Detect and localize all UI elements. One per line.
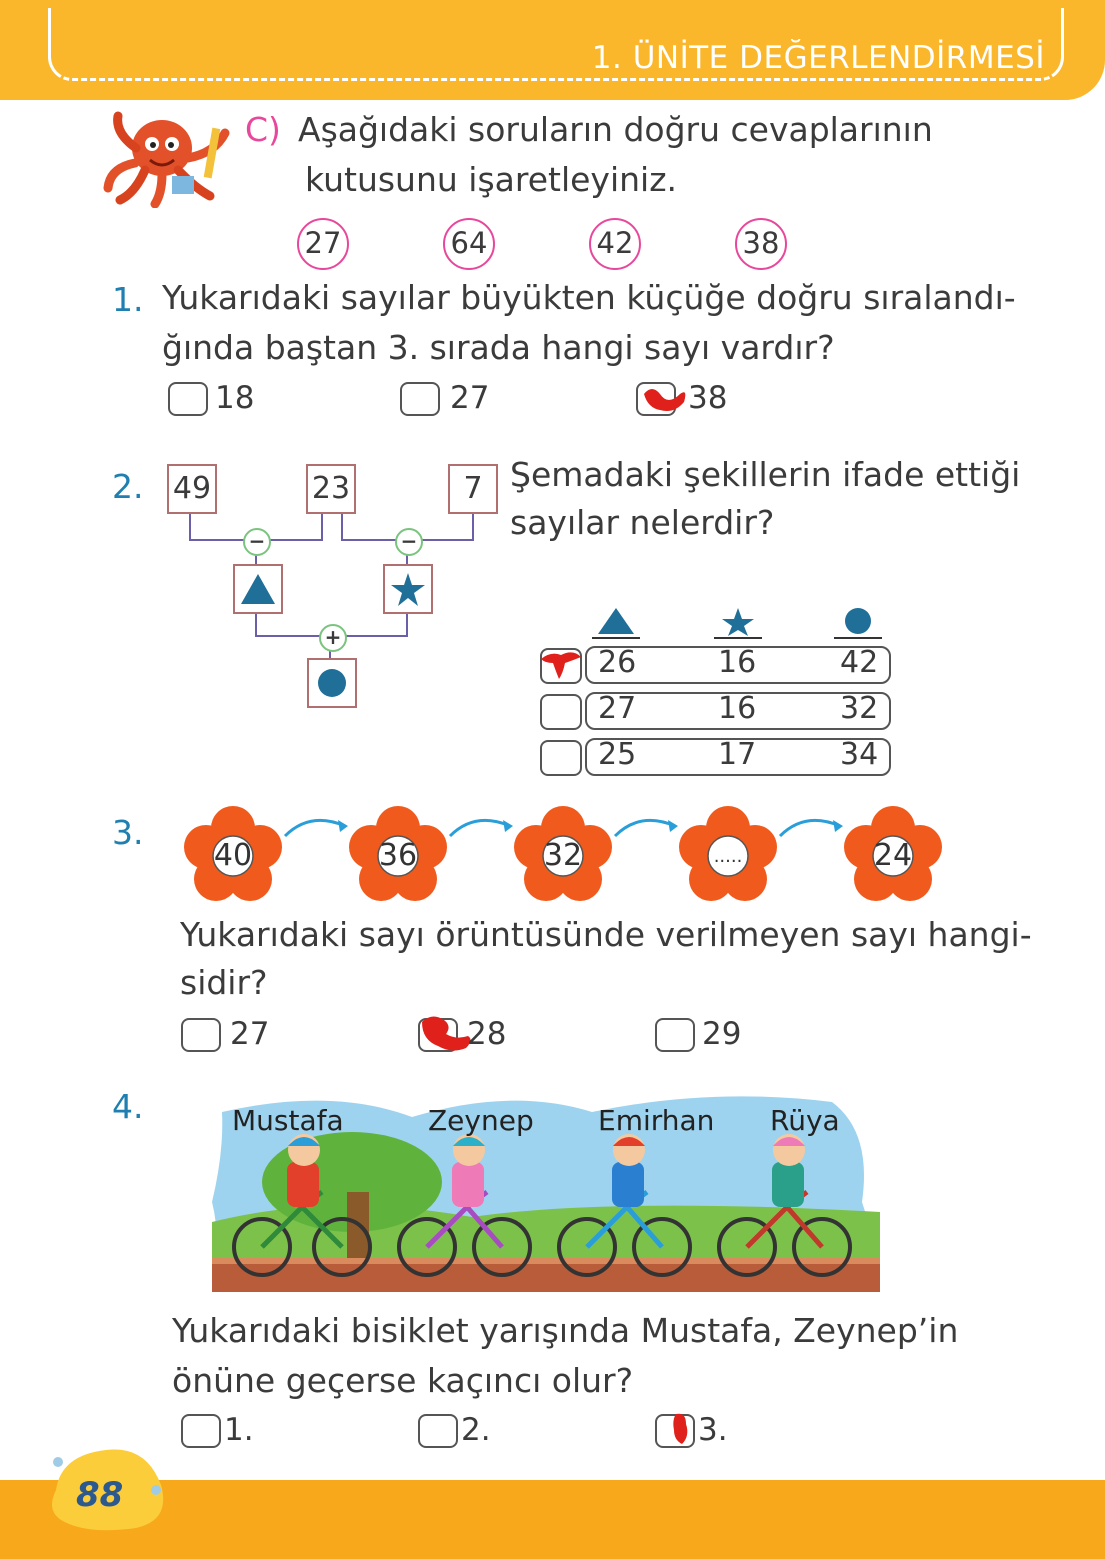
star-icon bbox=[391, 573, 425, 606]
red-check-mark-icon bbox=[541, 652, 581, 679]
question-number: 1. bbox=[112, 280, 144, 319]
number-circle: 38 bbox=[735, 218, 787, 270]
rider-name: Zeynep bbox=[428, 1104, 534, 1137]
answer-option-label: 27 bbox=[450, 380, 490, 416]
answer-checkbox[interactable] bbox=[168, 382, 208, 416]
q1-text-line-2: ğında baştan 3. sırada hangi sayı vardır… bbox=[162, 328, 835, 367]
plus-operator: + bbox=[319, 624, 347, 652]
number-circle: 64 bbox=[443, 218, 495, 270]
circle-value: 42 bbox=[840, 645, 879, 680]
answer-row bbox=[585, 738, 891, 776]
section-letter: C) bbox=[245, 110, 281, 149]
answer-option-label: 29 bbox=[702, 1016, 742, 1052]
red-check-mark-icon bbox=[422, 1016, 471, 1051]
question-number: 3. bbox=[112, 813, 144, 852]
star-box bbox=[383, 564, 433, 614]
star-value: 16 bbox=[718, 645, 757, 680]
triangle-value: 27 bbox=[598, 691, 637, 726]
answer-checkbox[interactable] bbox=[181, 1018, 221, 1052]
star-value: 17 bbox=[718, 737, 757, 772]
triangle-box bbox=[233, 564, 283, 614]
bicycle-race-illustration bbox=[212, 1096, 880, 1292]
circle-value: 34 bbox=[840, 737, 879, 772]
header-band bbox=[0, 0, 1105, 100]
footer-band bbox=[0, 1480, 1105, 1559]
flower-pattern bbox=[183, 806, 943, 902]
number-circle: 27 bbox=[297, 218, 349, 270]
star-value: 16 bbox=[718, 691, 757, 726]
answer-checkbox[interactable] bbox=[540, 740, 582, 776]
q1-text-line-1: Yukarıdaki sayılar büyükten küçüğe doğru… bbox=[162, 278, 1016, 317]
minus-operator: − bbox=[243, 528, 271, 556]
answer-row bbox=[585, 646, 891, 684]
rider-name: Emirhan bbox=[598, 1104, 715, 1137]
instruction-line-2: kutusunu işaretleyiniz. bbox=[305, 160, 678, 199]
star-icon bbox=[714, 608, 762, 639]
value-box: 23 bbox=[306, 464, 356, 514]
q2-text-line-2: sayılar nelerdir? bbox=[510, 503, 775, 542]
red-check-mark-icon bbox=[673, 1413, 688, 1444]
flower-number: 36 bbox=[378, 838, 418, 873]
flower-number-missing: ..... bbox=[713, 846, 743, 867]
answer-checkbox[interactable] bbox=[540, 694, 582, 730]
q3-text-line-2: sidir? bbox=[180, 963, 268, 1002]
answer-option-label: 27 bbox=[230, 1016, 270, 1052]
triangle-value: 26 bbox=[598, 645, 637, 680]
answer-option-label: 28 bbox=[467, 1016, 507, 1052]
flower-number: 32 bbox=[543, 838, 583, 873]
flower-number: 40 bbox=[213, 838, 253, 873]
page-number: 88 bbox=[76, 1475, 124, 1515]
value-box: 49 bbox=[167, 464, 217, 514]
minus-operator: − bbox=[395, 528, 423, 556]
value-box: 7 bbox=[448, 464, 498, 514]
answer-row bbox=[585, 692, 891, 730]
instruction-line-1: Aşağıdaki soruların doğru cevaplarının bbox=[298, 110, 933, 149]
triangle-icon bbox=[241, 574, 275, 604]
q4-text-line-1: Yukarıdaki bisiklet yarışında Mustafa, Z… bbox=[172, 1311, 959, 1350]
answer-option-label: 2. bbox=[461, 1412, 491, 1448]
q4-text-line-2: önüne geçerse kaçıncı olur? bbox=[172, 1361, 634, 1400]
q2-text-line-1: Şemadaki şekillerin ifade ettiği bbox=[510, 455, 1021, 494]
octopus-mascot-icon bbox=[103, 111, 230, 208]
answer-option-label: 1. bbox=[224, 1412, 254, 1448]
answer-checkbox[interactable] bbox=[181, 1414, 221, 1448]
rider-name: Mustafa bbox=[232, 1104, 344, 1137]
question-number: 2. bbox=[112, 467, 144, 506]
answer-option-label: 38 bbox=[688, 380, 728, 416]
flower-number: 24 bbox=[873, 838, 913, 873]
answer-checkbox[interactable] bbox=[400, 382, 440, 416]
answer-option-label: 18 bbox=[215, 380, 255, 416]
red-check-mark-icon bbox=[644, 389, 686, 411]
page-number-blob bbox=[52, 1449, 164, 1531]
page-title: 1. ÜNİTE DEĞERLENDİRMESİ bbox=[591, 40, 1045, 76]
number-circle: 42 bbox=[589, 218, 641, 270]
rider-name: Rüya bbox=[770, 1104, 840, 1137]
triangle-icon bbox=[592, 608, 640, 639]
circle-icon bbox=[834, 608, 882, 639]
answer-checkbox[interactable] bbox=[655, 1018, 695, 1052]
q3-text-line-1: Yukarıdaki sayı örüntüsünde verilmeyen s… bbox=[180, 915, 1032, 954]
triangle-value: 25 bbox=[598, 737, 637, 772]
answer-option-label: 3. bbox=[698, 1412, 728, 1448]
circle-box bbox=[307, 658, 357, 708]
circle-value: 32 bbox=[840, 691, 879, 726]
header-dashed-border bbox=[48, 8, 1064, 81]
answer-checkbox[interactable] bbox=[418, 1414, 458, 1448]
circle-icon bbox=[318, 669, 346, 697]
question-number: 4. bbox=[112, 1087, 144, 1126]
